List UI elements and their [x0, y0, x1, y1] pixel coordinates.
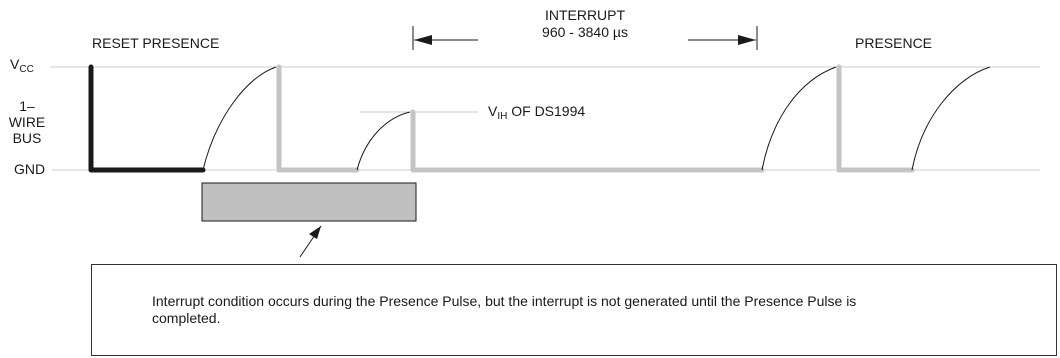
- one-wire-bus-label: 1–WIRE BUS: [8, 98, 46, 146]
- presence-rise-curve-1: [356, 111, 411, 171]
- interrupt-duration: 960 - 3840 µs: [542, 24, 628, 40]
- gnd-label: GND: [14, 161, 46, 177]
- interrupt-pulse: [410, 109, 765, 173]
- vih-label: VIH OF DS1994: [488, 103, 586, 122]
- presence-pulse-2: [836, 64, 915, 173]
- reset-presence-label: RESET PRESENCE: [92, 35, 220, 51]
- note-text: Interrupt condition occurs during the Pr…: [152, 293, 857, 326]
- presence-rise-curve-2: [911, 66, 991, 171]
- presence-label: PRESENCE: [855, 35, 933, 51]
- vcc-label: VCC: [10, 56, 34, 75]
- reset-rise-curve: [202, 66, 277, 171]
- interrupt-arrowhead-left: [414, 35, 432, 45]
- note-box: Interrupt condition occurs during the Pr…: [91, 264, 1057, 356]
- note-pointer-arrowhead: [309, 226, 321, 239]
- interrupt-title: INTERRUPT: [544, 7, 626, 23]
- interrupt-arrowhead-right: [738, 35, 756, 45]
- interrupt-condition-box: [201, 182, 417, 222]
- interrupt-rise-curve: [761, 66, 837, 171]
- reset-pulse-waveform: [88, 64, 206, 173]
- presence-pulse-1: [276, 64, 360, 173]
